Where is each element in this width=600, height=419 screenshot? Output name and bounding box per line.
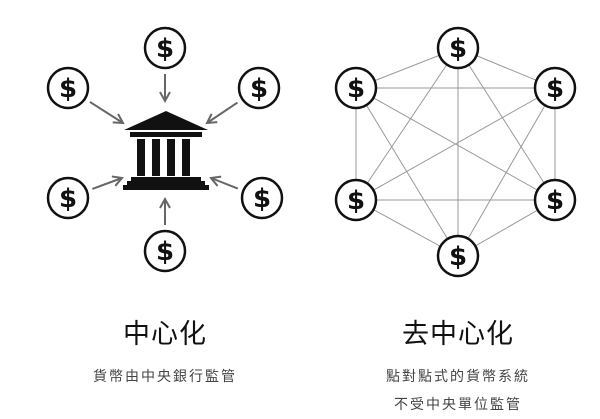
dollar-coin-icon: $ [237,66,281,110]
svg-text:$: $ [253,184,271,214]
dollar-coin-icon: $ [334,178,378,222]
mesh-link [355,87,556,201]
decentralized-coins: $ $ $ $ $ $ [334,26,577,278]
dollar-coin-icon: $ [533,178,577,222]
decentralized-subtitle-line-2: 不受中央單位監管 [394,397,522,413]
centralized-title: 中心化 [123,319,207,350]
centralized-coins: $ $ $ $ $ $ [46,26,284,273]
svg-text:$: $ [59,184,77,214]
bank-icon [123,111,209,190]
svg-text:$: $ [59,74,77,104]
dollar-coin-icon: $ [436,26,480,70]
svg-text:$: $ [156,34,174,64]
arrow-icon [209,175,239,190]
dollar-coin-icon: $ [240,176,284,220]
diagram-canvas: $ $ $ $ $ $ $ $ $ $ $ $ [46,26,577,278]
peer-to-peer-mesh [355,47,556,257]
dollar-coin-icon: $ [533,66,577,110]
dollar-coin-icon: $ [334,66,378,110]
svg-text:$: $ [347,186,365,216]
mesh-link [457,87,556,257]
arrow-icon [159,74,171,104]
svg-text:$: $ [546,186,564,216]
svg-text:$: $ [156,237,174,267]
mesh-link [355,87,459,257]
dollar-coin-icon: $ [436,234,480,278]
arrow-icon [159,196,171,225]
arrows [89,74,239,225]
arrow-icon [89,101,125,125]
mesh-link [457,47,556,201]
svg-text:$: $ [449,242,467,272]
dollar-coin-icon: $ [143,229,187,273]
centralized-subtitle: 貨幣由中央銀行監管 [93,369,237,385]
dollar-coin-icon: $ [143,26,187,70]
svg-text:$: $ [347,74,365,104]
decentralized-subtitle-line-1: 點對點式的貨幣系統 [386,369,530,385]
svg-text:$: $ [546,74,564,104]
decentralized-title: 去中心化 [402,319,514,350]
svg-text:$: $ [250,74,268,104]
dollar-coin-icon: $ [46,176,90,220]
mesh-link [355,47,459,201]
dollar-coin-icon: $ [46,66,90,110]
svg-text:$: $ [449,34,467,64]
arrow-icon [205,101,238,125]
arrow-icon [92,175,124,190]
